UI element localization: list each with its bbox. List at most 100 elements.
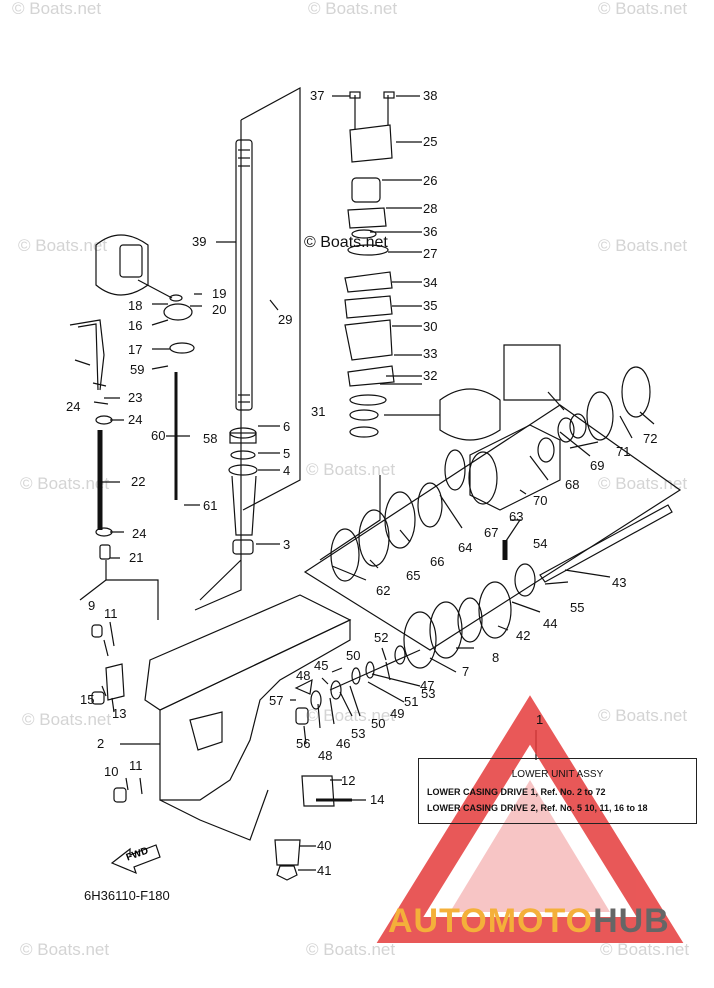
- label-41: 41: [317, 863, 331, 878]
- label-63: 63: [509, 509, 523, 524]
- washer-5: [230, 450, 256, 460]
- label-11: 11: [129, 758, 143, 773]
- label-44: 44: [543, 616, 557, 631]
- watermark: © Boats.net: [598, 236, 688, 255]
- label-60: 60: [151, 428, 165, 443]
- shift-cam-56: [295, 707, 309, 725]
- bearing-8: [429, 601, 463, 659]
- plate-34: [344, 271, 393, 293]
- label-4: 4: [283, 463, 290, 478]
- label-65: 65: [406, 568, 420, 583]
- oil-seal-69: [557, 417, 575, 443]
- label-58: 58: [203, 431, 217, 446]
- label-24: 24: [128, 412, 142, 427]
- label-8: 8: [492, 650, 499, 665]
- label-21: 21: [129, 550, 143, 565]
- label-29: 29: [278, 312, 292, 327]
- label-54: 54: [533, 536, 547, 551]
- watermark: © Boats.net: [308, 0, 398, 18]
- label-43: 43: [612, 575, 626, 590]
- label-42: 42: [516, 628, 530, 643]
- label-22: 22: [131, 474, 145, 489]
- shim-7: [403, 611, 437, 669]
- sleeve: [231, 475, 257, 536]
- claw-washer-71: [586, 391, 614, 441]
- watermark: © Boats.net: [306, 940, 396, 959]
- label-27: 27: [423, 246, 437, 261]
- seal-31: [349, 409, 379, 421]
- label-52: 52: [374, 630, 388, 645]
- legend-box: LOWER UNIT ASSY LOWER CASING DRIVE 1, Re…: [418, 758, 697, 824]
- impeller-28: [347, 207, 387, 229]
- label-19: 19: [212, 286, 226, 301]
- label-57: 57: [269, 693, 283, 708]
- label-9: 9: [88, 598, 95, 613]
- label-62: 62: [376, 583, 390, 598]
- label-36: 36: [423, 224, 437, 239]
- label-25: 25: [423, 134, 437, 149]
- detail-inset: [503, 344, 561, 401]
- label-40: 40: [317, 838, 331, 853]
- brand-part2: HUB: [593, 902, 670, 940]
- screw-10: [113, 787, 127, 803]
- group-bracket: [240, 86, 301, 511]
- label-61: 61: [203, 498, 217, 513]
- watermark: © Boats.net: [12, 0, 102, 18]
- label-46: 46: [336, 736, 350, 751]
- label-64: 64: [458, 540, 472, 555]
- label-7: 7: [462, 664, 469, 679]
- o-ring-17: [169, 342, 195, 354]
- label-31: 31: [311, 404, 325, 419]
- label-13: 13: [112, 706, 126, 721]
- detail-inset: [119, 244, 143, 278]
- label-48: 48: [318, 748, 332, 763]
- watermark: © Boats.net: [600, 940, 690, 959]
- label-39: 39: [192, 234, 206, 249]
- washer-18: [169, 294, 183, 302]
- label-59: 59: [130, 362, 144, 377]
- label-35: 35: [423, 298, 437, 313]
- watermark: © Boats.net: [20, 474, 110, 493]
- watermark: © Boats.net: [598, 0, 688, 18]
- detail-callout: [95, 234, 149, 296]
- label-30: 30: [423, 319, 437, 334]
- lower-casing: [159, 619, 351, 801]
- label-3: 3: [283, 537, 290, 552]
- watermark: © Boats.net: [306, 460, 396, 479]
- label-23: 23: [128, 390, 142, 405]
- pump-housing-25: [349, 124, 393, 163]
- gasket-35: [344, 295, 393, 319]
- label-12: 12: [341, 773, 355, 788]
- bearing-64: [417, 482, 443, 528]
- pinion-40: [274, 839, 301, 866]
- grommet-21: [99, 544, 111, 560]
- prop-shaft-bracket: [303, 404, 682, 651]
- bearing-4: [228, 464, 258, 476]
- watermark: © Boats.net: [22, 710, 112, 729]
- label-70: 70: [533, 493, 547, 508]
- label-24: 24: [132, 526, 146, 541]
- label-37: 37: [310, 88, 324, 103]
- brand-wordmark: AUTOMOTOHUB: [388, 902, 670, 941]
- label-49: 49: [390, 706, 404, 721]
- dog-clutch-55: [514, 563, 536, 597]
- label-6: 6: [283, 419, 290, 434]
- label-67: 67: [484, 525, 498, 540]
- label-15: 15: [80, 692, 94, 707]
- label-33: 33: [423, 346, 437, 361]
- gasket-27: [347, 244, 389, 256]
- insert-cartridge-26: [351, 177, 381, 203]
- label-53: 53: [421, 686, 435, 701]
- label-20: 20: [212, 302, 226, 317]
- o-ring-32: [349, 394, 387, 406]
- label-45: 45: [314, 658, 328, 673]
- drain-plug-13: [105, 663, 125, 701]
- reverse-gear-62: [330, 528, 360, 582]
- screw-9: [91, 624, 103, 638]
- ring-nut-72: [621, 366, 651, 418]
- shift-rod-holder-16: [163, 303, 193, 321]
- watermark: © Boats.net: [18, 236, 108, 255]
- watermark: © Boats.net: [598, 706, 688, 725]
- label-34: 34: [423, 275, 437, 290]
